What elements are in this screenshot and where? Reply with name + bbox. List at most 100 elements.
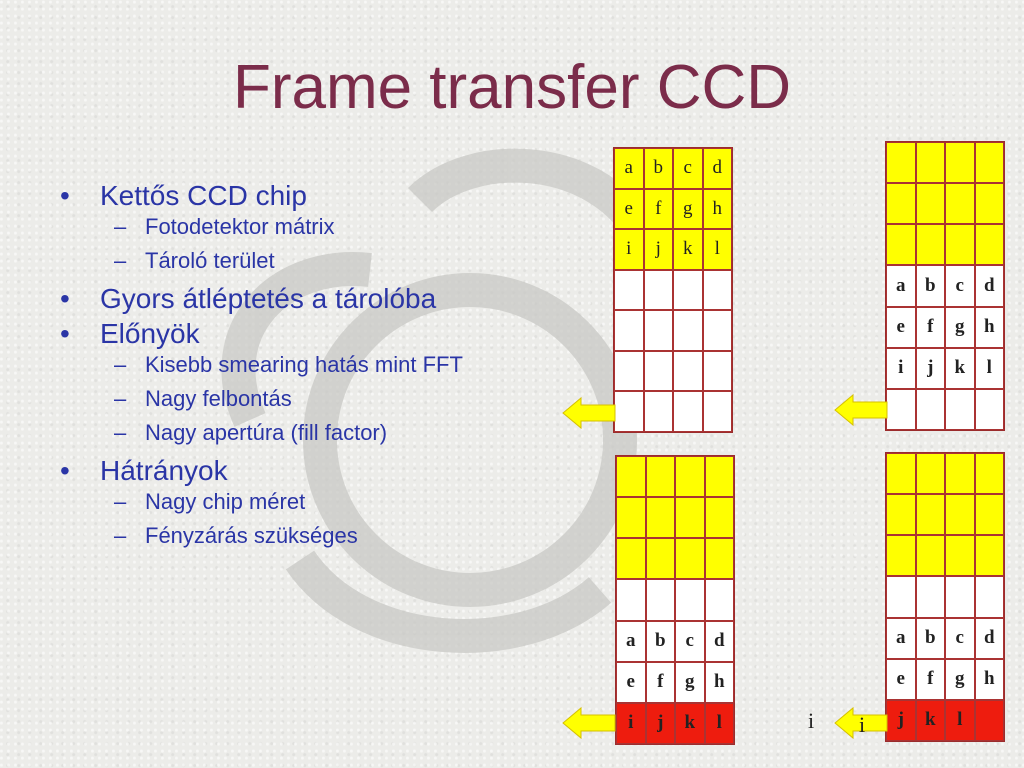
sub-bullet-text: Fényzárás szükséges	[145, 523, 358, 548]
ccd-pixel-cell: c	[945, 617, 975, 659]
ccd-pixel-cell	[614, 391, 644, 432]
ccd-pixel-cell: j	[915, 347, 945, 389]
ccd-pixel-cell: e	[616, 661, 646, 703]
ccd-pixel-cell	[945, 494, 975, 536]
ccd-pixel-cell	[704, 497, 734, 539]
sub-bullet-text: Nagy chip méret	[145, 489, 306, 514]
sub-bullet-item: –Nagy felbontás	[58, 387, 498, 411]
ccd-pixel-cell	[974, 699, 1004, 741]
page-title: Frame transfer CCD	[232, 53, 792, 122]
bullet-text: Előnyök	[100, 318, 200, 349]
ccd-pixel-cell	[673, 269, 703, 311]
bullet-item: • Hátrányok	[58, 455, 498, 486]
ccd-pixel-cell	[974, 142, 1004, 184]
ccd-pixel-cell: j	[886, 699, 916, 741]
ccd-pixel-cell: b	[915, 265, 945, 307]
dash-marker: –	[114, 386, 127, 411]
ccd-pixel-cell	[702, 310, 732, 351]
ccd-pixel-cell	[702, 269, 732, 311]
ccd-pixel-cell	[702, 391, 732, 432]
sub-bullet-text: Nagy apertúra (fill factor)	[145, 420, 388, 445]
ccd-pixel-cell	[702, 350, 732, 392]
bullet-dot: •	[60, 283, 70, 314]
ccd-pixel-cell	[974, 453, 1004, 495]
ccd-pixel-cell: f	[915, 306, 945, 348]
shifted-pixel-label: i	[859, 712, 866, 737]
ccd-pixel-cell: f	[645, 661, 675, 703]
sub-bullet-item: –Tároló terület	[58, 249, 498, 273]
ccd-pixel-cell	[616, 579, 646, 621]
shifted-pixel-label: i	[808, 708, 815, 733]
ccd-pixel-cell	[645, 456, 675, 498]
ccd-pixel-cell	[886, 576, 916, 618]
ccd-pixel-cell: c	[673, 148, 703, 189]
ccd-pixel-cell	[915, 535, 945, 577]
ccd-pixel-cell: a	[886, 617, 916, 659]
ccd-pixel-cell: i	[614, 229, 644, 270]
ccd-pixel-cell	[704, 456, 734, 498]
bullet-text: Hátrányok	[100, 455, 228, 486]
ccd-pixel-cell: e	[886, 306, 916, 348]
ccd-pixel-cell	[915, 576, 945, 618]
ccd-pixel-cell	[673, 310, 703, 351]
ccd-pixel-cell: a	[616, 620, 646, 662]
ccd-pixel-cell: d	[974, 617, 1004, 659]
ccd-pixel-cell: c	[675, 620, 705, 662]
ccd-pixel-cell	[974, 183, 1004, 225]
ccd-pixel-cell	[915, 183, 945, 225]
bullet-list: •Kettős CCD chip –Fotodetektor mátrix –T…	[58, 180, 498, 558]
sub-bullet-item: –Nagy chip méret	[58, 490, 498, 514]
bullet-dot: •	[60, 318, 70, 349]
ccd-pixel-cell: h	[974, 306, 1004, 348]
ccd-pixel-cell	[675, 538, 705, 580]
ccd-pixel-cell: h	[974, 658, 1004, 700]
ccd-pixel-cell: k	[915, 699, 945, 741]
dash-marker: –	[114, 489, 127, 514]
ccd-pixel-cell	[945, 453, 975, 495]
ccd-pixel-cell	[945, 142, 975, 184]
ccd-pixel-cell	[675, 456, 705, 498]
bullet-dot: •	[60, 180, 70, 211]
ccd-pixel-cell: d	[704, 620, 734, 662]
ccd-pixel-cell	[974, 388, 1004, 430]
ccd-pixel-cell	[675, 497, 705, 539]
ccd-pixel-cell	[915, 142, 945, 184]
ccd-pixel-cell	[886, 535, 916, 577]
ccd-pixel-cell	[886, 142, 916, 184]
bullet-dot: •	[60, 455, 70, 486]
ccd-pixel-cell	[614, 310, 644, 351]
dash-marker: –	[114, 352, 127, 377]
ccd-pixel-cell: e	[886, 658, 916, 700]
ccd-pixel-cell	[886, 388, 916, 430]
ccd-pixel-cell: k	[945, 347, 975, 389]
ccd-pixel-cell	[645, 538, 675, 580]
ccd-pixel-cell	[974, 494, 1004, 536]
ccd-pixel-cell: k	[673, 229, 703, 270]
bullet-item: • Előnyök	[58, 318, 498, 349]
ccd-pixel-cell	[643, 310, 673, 351]
ccd-pixel-cell	[673, 350, 703, 392]
bullet-item: •Kettős CCD chip	[58, 180, 498, 211]
sub-bullet-item: –Nagy apertúra (fill factor)	[58, 421, 498, 445]
shift-arrow-icon	[562, 706, 616, 740]
ccd-pixel-cell	[704, 579, 734, 621]
ccd-pixel-cell	[616, 456, 646, 498]
ccd-pixel-cell	[974, 224, 1004, 266]
ccd-pixel-cell	[643, 350, 673, 392]
ccd-pixel-cell	[945, 576, 975, 618]
ccd-pixel-cell	[645, 579, 675, 621]
ccd-pixel-cell	[645, 497, 675, 539]
ccd-pixel-cell	[673, 391, 703, 432]
ccd-pixel-cell	[974, 576, 1004, 618]
ccd-pixel-cell: h	[704, 661, 734, 703]
ccd-pixel-cell	[675, 579, 705, 621]
ccd-pixel-cell: h	[702, 188, 732, 230]
sub-bullet-text: Fotodetektor mátrix	[145, 214, 335, 239]
shift-arrow-icon	[562, 396, 616, 430]
dash-marker: –	[114, 248, 127, 273]
ccd-pixel-cell	[974, 535, 1004, 577]
shift-arrow-icon	[834, 706, 888, 740]
ccd-pixel-cell	[915, 453, 945, 495]
